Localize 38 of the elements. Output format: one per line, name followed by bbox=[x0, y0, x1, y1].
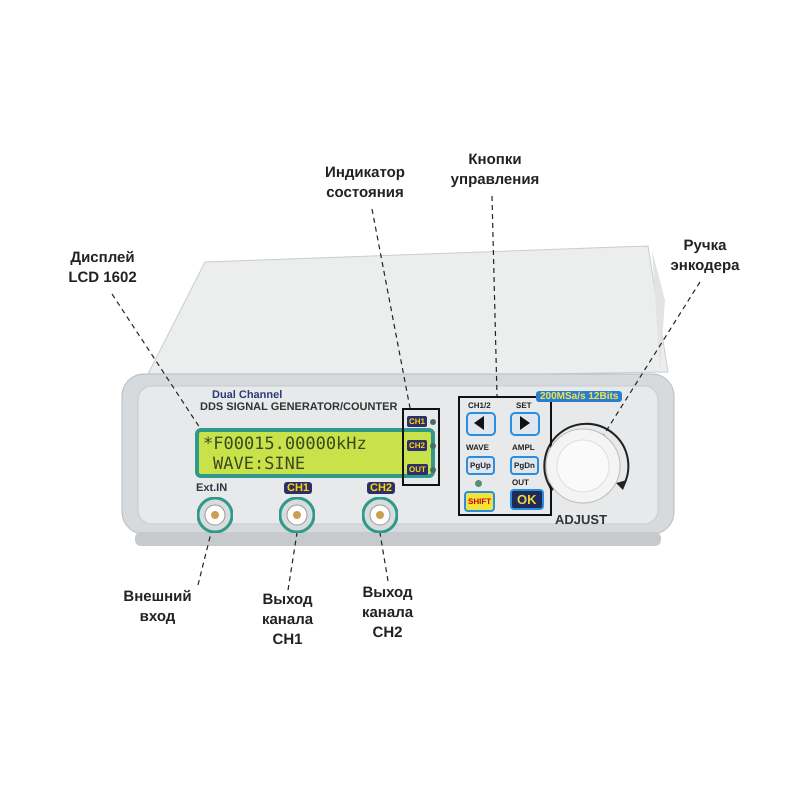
key-caption: SET bbox=[516, 401, 532, 410]
panel-title: Dual Channel bbox=[212, 389, 282, 401]
indicator-label: CH2 bbox=[407, 440, 428, 451]
callout-label: Кнопки управления bbox=[440, 150, 550, 194]
display-text: WAVE:SINE bbox=[213, 454, 306, 474]
key-caption: OUT bbox=[512, 478, 529, 487]
bnc-connector bbox=[279, 497, 315, 533]
display-text: *F00015.00000kHz bbox=[203, 434, 367, 454]
key-caption: WAVE bbox=[466, 443, 489, 452]
pgup-key: PgUp bbox=[466, 456, 495, 475]
shift-key: SHIFT bbox=[464, 491, 496, 512]
connector-label: CH2 bbox=[367, 482, 396, 494]
bnc-connector bbox=[197, 497, 233, 533]
indicator-label: OUT bbox=[407, 464, 428, 475]
callout-label: Выход канала CH2 bbox=[345, 583, 430, 647]
encoder-knob bbox=[545, 428, 621, 504]
callout-label: Выход канала CH1 bbox=[245, 590, 330, 654]
panel-subtitle: DDS SIGNAL GENERATOR/COUNTER bbox=[200, 401, 398, 413]
indicator-label: CH1 bbox=[407, 416, 428, 427]
callout-label: Ручка энкодера bbox=[655, 236, 755, 280]
indicator-panel bbox=[402, 408, 440, 486]
callout-label: Внешний вход bbox=[110, 587, 205, 631]
callout-label: Индикатор состояния bbox=[310, 163, 420, 207]
leader-line bbox=[491, 196, 498, 396]
lcd-display bbox=[195, 428, 435, 478]
pgup-key: PgDn bbox=[510, 456, 539, 475]
spec-plate: 200MSa/s 12Bits bbox=[536, 391, 622, 402]
leader-line bbox=[371, 208, 411, 408]
key-caption: CH1/2 bbox=[468, 401, 491, 410]
connector-label: Ext.IN bbox=[196, 482, 228, 494]
leader-line bbox=[602, 282, 700, 436]
leader-line bbox=[112, 294, 200, 428]
knob-label: ADJUST bbox=[555, 512, 608, 527]
bnc-connector bbox=[362, 497, 398, 533]
ok-key: OK bbox=[510, 489, 544, 510]
callout-label: Дисплей LCD 1602 bbox=[55, 248, 150, 292]
connector-label: CH1 bbox=[284, 482, 312, 494]
key-caption: AMPL bbox=[512, 443, 535, 452]
